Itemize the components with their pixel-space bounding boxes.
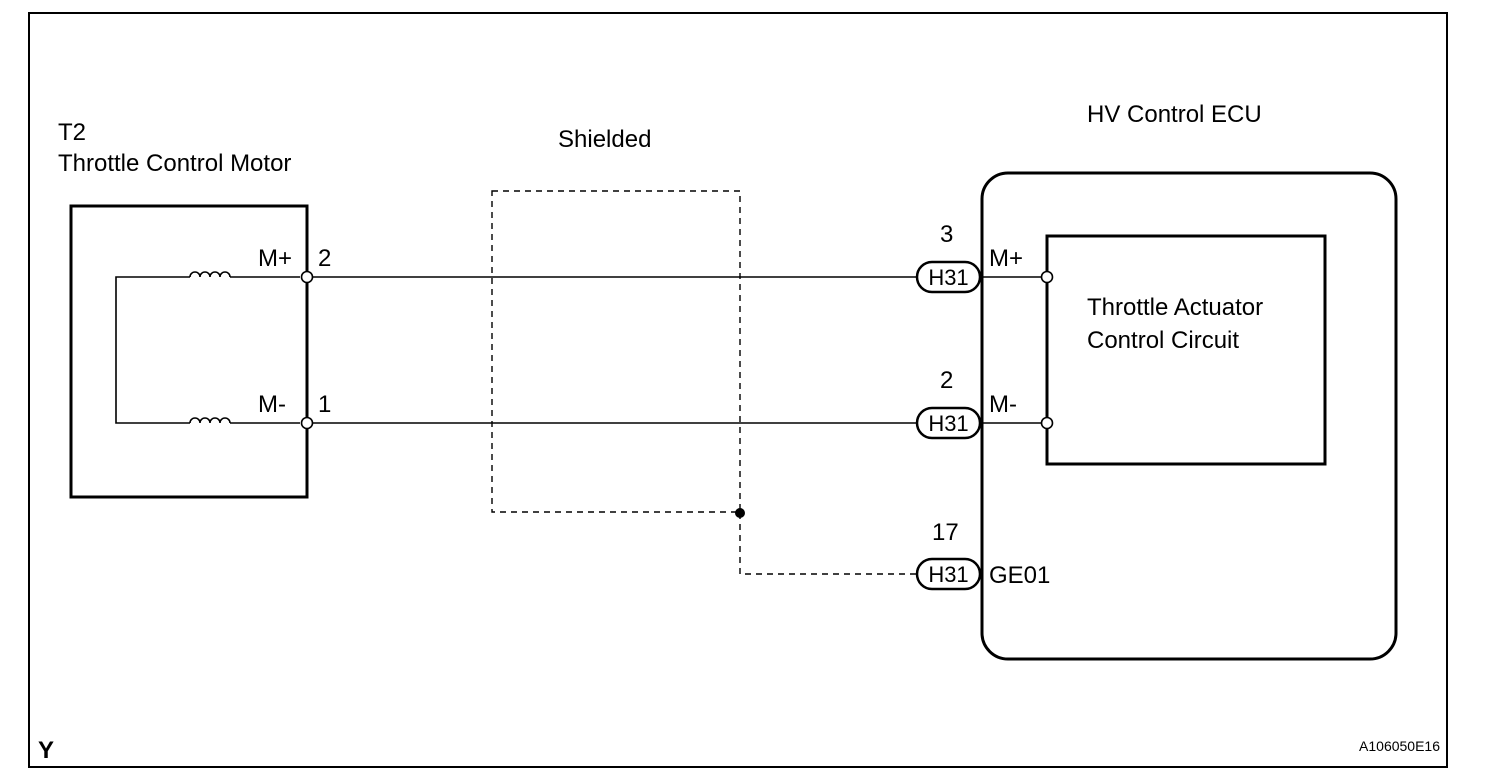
terminal-motor-minus [300,416,314,430]
shield-box [491,190,741,513]
connector-h31-bottom [915,557,982,591]
circuit-label-line2: Control Circuit [1087,327,1239,354]
connector-label-middle: H31 [928,411,968,436]
motor-internal-loop [115,276,190,424]
ecu-pin-label-mminus: M- [989,391,1017,418]
circuit-box [1045,234,1327,466]
terminal-ecu-plus [1040,270,1054,284]
motor-pin-plus-num: 2 [318,245,331,272]
ecu-pin-label-mplus: M+ [989,245,1023,272]
connector-label-bottom: H31 [928,562,968,587]
circuit-label-line1: Throttle Actuator [1087,294,1263,321]
terminal-motor-plus [300,270,314,284]
coil-icon-top [189,271,300,278]
ecu-pin-num-2: 2 [940,367,953,394]
ecu-title: HV Control ECU [1087,101,1262,128]
motor-pin-plus-label: M+ [258,245,292,272]
coil-icon-bottom [189,417,300,424]
shield-drain-wire [739,513,918,575]
diagram-frame [28,12,1448,768]
ecu-box [980,171,1398,661]
footer-left-mark: Y [38,737,54,764]
ecu-pin-label-ge01: GE01 [989,562,1050,589]
motor-pin-minus-num: 1 [318,391,331,418]
shield-label: Shielded [558,126,651,153]
figure-code: A106050E16 [1359,738,1440,754]
connector-label-top: H31 [928,265,968,290]
ecu-pin-num-17: 17 [932,519,959,546]
motor-box [69,204,309,499]
motor-pin-minus-label: M- [258,391,286,418]
terminal-ecu-minus [1040,416,1054,430]
motor-name: Throttle Control Motor [58,150,291,177]
ecu-pin-num-3: 3 [940,221,953,248]
motor-id: T2 [58,119,86,146]
